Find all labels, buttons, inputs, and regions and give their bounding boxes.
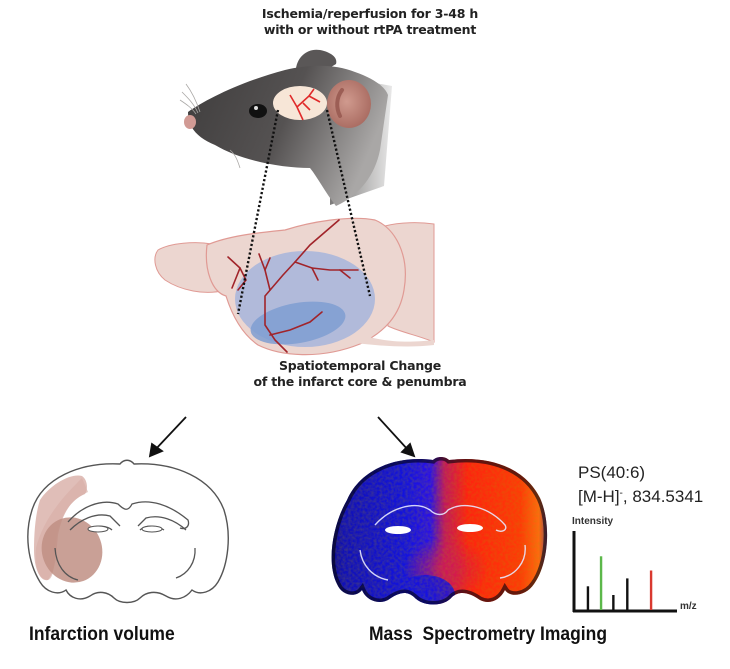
- infarction-volume-label: Infarction volume: [29, 624, 175, 645]
- arrow-right-head: [400, 442, 416, 458]
- ms-annotation: PS(40:6) [M-H]-, 834.5341: [578, 462, 703, 507]
- mouse-head-illustration: [179, 49, 392, 207]
- ion-info: [M-H]-, 834.5341: [578, 483, 703, 507]
- core-stain: [41, 517, 103, 583]
- cranial-vessels: [289, 88, 321, 121]
- cranial-window: [273, 86, 327, 120]
- top-caption: Ischemia/reperfusion for 3-48 h with or …: [180, 6, 560, 38]
- mouse-nose: [184, 115, 196, 129]
- arrow-left: [153, 416, 187, 452]
- middle-caption-line2: of the infarct core & penumbra: [253, 374, 467, 389]
- ion-mass: , 834.5341: [622, 487, 704, 506]
- mass-spectrum: [572, 531, 677, 613]
- spectrum-peaks: [586, 556, 653, 610]
- spectrum-x-label: m/z: [680, 601, 697, 612]
- mouse-top-ear: [296, 49, 337, 70]
- arrows: [148, 416, 416, 458]
- whiskers: [179, 83, 241, 169]
- cerebral-vessels: [227, 219, 359, 353]
- msi-label: Mass Spectrometry Imaging: [369, 624, 608, 645]
- middle-caption: Spatiotemporal Change of the infarct cor…: [190, 358, 530, 390]
- middle-caption-line1: Spatiotemporal Change: [278, 358, 442, 373]
- spectrum-y-label: Intensity: [572, 516, 614, 527]
- projection-lines: [236, 109, 372, 315]
- lipid-name: PS(40:6): [578, 463, 646, 482]
- top-caption-line2: with or without rtPA treatment: [263, 22, 477, 37]
- mouse-ear: [327, 80, 371, 128]
- top-caption-line1: Ischemia/reperfusion for 3-48 h: [261, 6, 479, 21]
- mouse-eye: [249, 104, 267, 118]
- arrow-right: [377, 416, 410, 452]
- brain-sagittal-illustration: [154, 217, 435, 356]
- msi-ion-image: [331, 457, 548, 605]
- coronal-section-infarct: [27, 459, 229, 604]
- ion-prefix: [M-H]: [578, 487, 620, 506]
- ion-charge: -: [619, 488, 623, 499]
- arrow-left-head: [148, 442, 164, 458]
